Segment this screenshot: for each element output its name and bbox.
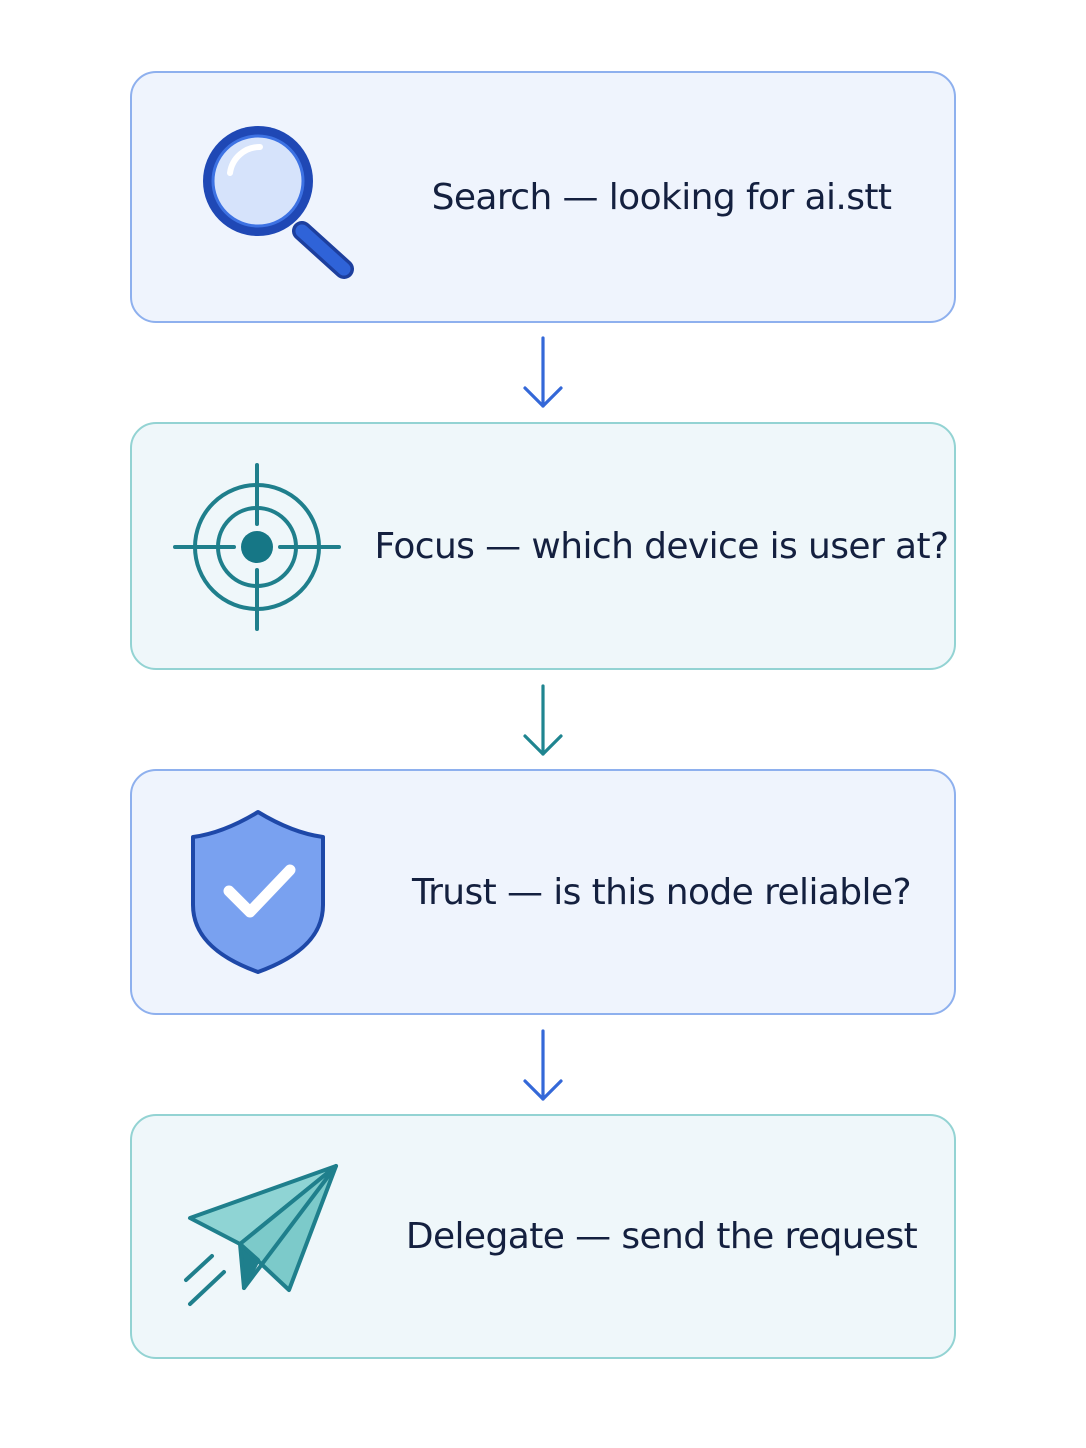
step-card-focus: Focus — which device is user at? <box>130 422 956 670</box>
paper-plane-icon <box>184 1164 338 1306</box>
step-label-search: Search — looking for ai.stt <box>431 176 892 218</box>
magnifying-glass-icon <box>203 126 354 279</box>
crosshair-target-icon <box>173 463 341 631</box>
step-label-trust: Trust — is this node reliable? <box>411 871 912 913</box>
step-card-search: Search — looking for ai.stt <box>130 71 956 323</box>
step-label-delegate: Delegate — send the request <box>405 1216 918 1257</box>
arrow-down-icon <box>523 336 563 408</box>
step-label-focus: Focus — which device is user at? <box>374 525 950 567</box>
step-card-trust: Trust — is this node reliable? <box>130 769 956 1015</box>
shield-check-icon <box>191 810 325 974</box>
arrow-down-icon <box>523 684 563 756</box>
step-card-delegate: Delegate — send the request <box>130 1114 956 1359</box>
arrow-down-icon <box>523 1029 563 1101</box>
